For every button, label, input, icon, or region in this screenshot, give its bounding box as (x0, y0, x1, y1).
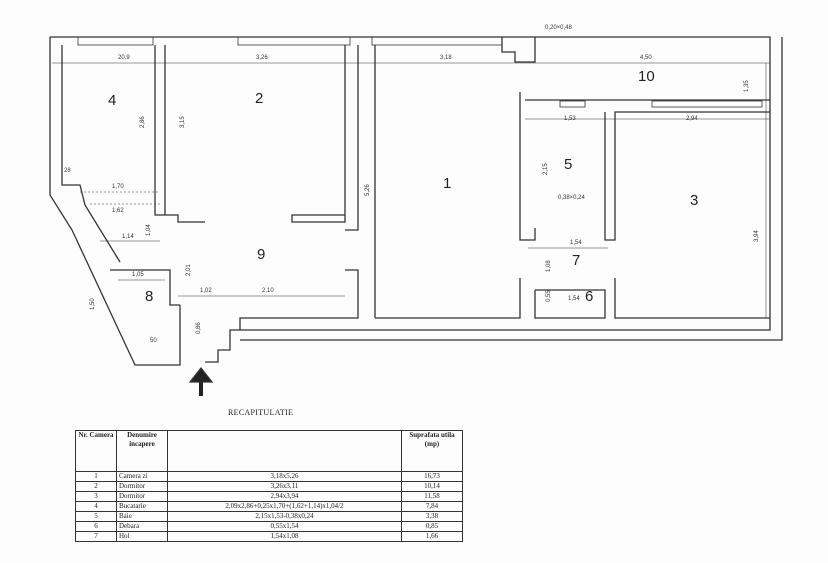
dim-label: 1,53 (564, 116, 576, 122)
dim-label: 2,86 (140, 116, 146, 128)
room-label-2: 2 (255, 90, 264, 107)
room-label-9: 9 (257, 246, 266, 263)
header-nr: Nr. Camera (75, 430, 117, 472)
dim-label: 2,10 (262, 288, 274, 294)
room-label-10: 10 (638, 68, 655, 85)
cell-formula: 2,15x1,53-0,38x0,24 (167, 511, 402, 522)
room-label-5: 5 (564, 156, 573, 173)
dim-label: 1,05 (132, 272, 144, 278)
dim-label: 2,01 (186, 264, 192, 276)
dim-label: 1,14 (122, 234, 134, 240)
dim-label: 0,86 (196, 322, 202, 334)
outer-walls (49, 36, 783, 366)
cell-area: 16,73 (401, 471, 463, 482)
dim-label: 20,9 (118, 55, 130, 61)
dim-label: 0,38×0,24 (558, 195, 585, 201)
dim-label: 4,50 (640, 55, 652, 61)
cell-area: 10,14 (401, 481, 463, 492)
cell-formula: 0,55x1,54 (167, 521, 402, 532)
cell-nr: 3 (75, 491, 117, 502)
header-formula (167, 430, 402, 472)
cell-nr: 6 (75, 521, 117, 532)
recap-table: Nr. Camera Denumire incapere Suprafata u… (75, 430, 463, 542)
dim-label: 2,15 (543, 163, 549, 175)
dim-label: 1,54 (570, 240, 582, 246)
dim-label: 1,70 (112, 184, 124, 190)
interior-walls (110, 37, 770, 330)
dim-label: 3,15 (180, 116, 186, 128)
table-header-row: Nr. Camera Denumire incapere Suprafata u… (75, 430, 463, 472)
dim-label: 50 (150, 338, 157, 344)
dim-label: 1,35 (744, 80, 750, 92)
cell-area: 7,84 (401, 501, 463, 512)
room-label-3: 3 (690, 192, 699, 209)
cell-nr: 1 (75, 471, 117, 482)
header-area: Suprafata utila (mp) (401, 430, 463, 472)
cell-nr: 5 (75, 511, 117, 522)
room-label-4: 4 (108, 92, 117, 109)
dim-label: 3,26 (256, 55, 268, 61)
cell-nr: 2 (75, 481, 117, 492)
cell-nr: 7 (75, 531, 117, 542)
cell-formula: 2,09x2,86+0,25x1,70+(1,62+1,14)x1,04/2 (167, 501, 402, 512)
windows (77, 36, 763, 108)
cell-area: 0,85 (401, 521, 463, 532)
dimension-lines (52, 62, 770, 318)
dim-label: 1,02 (200, 288, 212, 294)
cell-formula: 3,26x3,11 (167, 481, 402, 492)
dim-label: 1,50 (90, 298, 96, 310)
room-label-7: 7 (572, 252, 581, 269)
cell-name: Debara (116, 521, 168, 532)
cell-formula: 1,54x1,08 (167, 531, 402, 542)
cell-name: Dormitor (116, 481, 168, 492)
dim-label: 1,54 (568, 296, 580, 302)
cell-area: 3,38 (401, 511, 463, 522)
room-label-1: 1 (443, 175, 452, 192)
dim-label: 2,94 (686, 116, 698, 122)
dim-label: 3,18 (440, 55, 452, 61)
dim-label: 1,62 (112, 208, 124, 214)
cell-name: Baie (116, 511, 168, 522)
room-label-6: 6 (585, 288, 594, 305)
dim-label: 1,04 (146, 224, 152, 236)
cell-name: Hol (116, 531, 168, 542)
cell-area: 1,66 (401, 531, 463, 542)
entrance-arrow-icon (188, 366, 214, 396)
dim-label: 0,20×0,48 (545, 25, 572, 31)
cell-name: Dormitor (116, 491, 168, 502)
cell-formula: 2,94x3,94 (167, 491, 402, 502)
dim-label: 5,26 (365, 184, 371, 196)
dim-label: 28 (64, 168, 71, 174)
header-name: Denumire incapere (116, 430, 168, 472)
cell-formula: 3,18x5,26 (167, 471, 402, 482)
recap-title: RECAPITULATIE (228, 408, 294, 417)
cell-name: Camera zi (116, 471, 168, 482)
room-label-8: 8 (145, 288, 154, 305)
dim-label: 0,55 (546, 290, 552, 302)
cell-area: 11,58 (401, 491, 463, 502)
cell-name: Bucatarie (116, 501, 168, 512)
dim-label: 3,94 (754, 230, 760, 242)
cell-nr: 4 (75, 501, 117, 512)
dim-label: 1,08 (546, 260, 552, 272)
